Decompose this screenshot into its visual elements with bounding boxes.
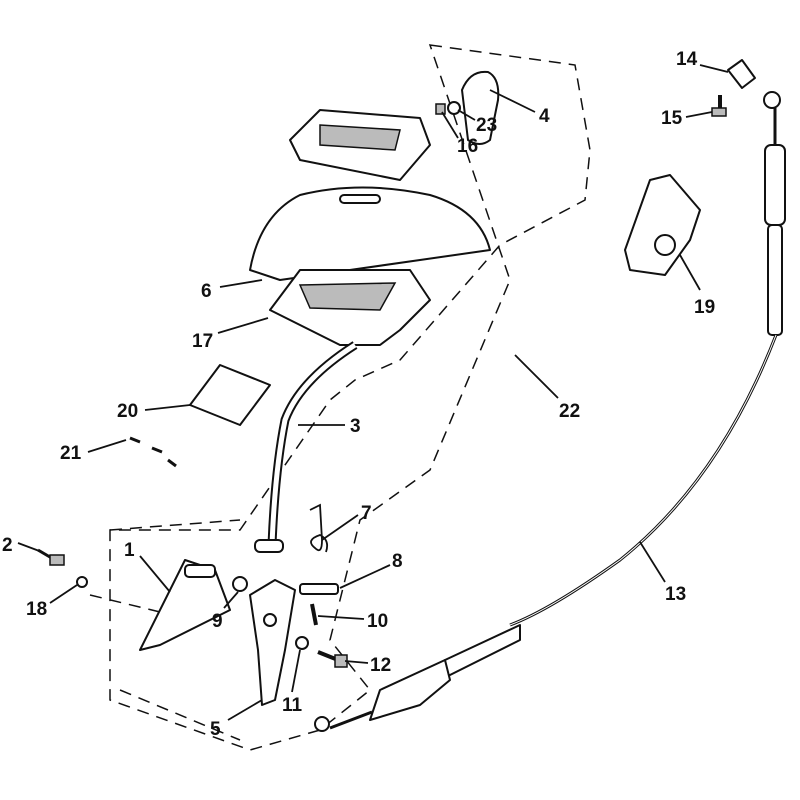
part-18-washer — [76, 576, 88, 588]
cover-slot — [339, 194, 381, 204]
part-23-washer — [447, 101, 461, 115]
callout-22: 22 — [559, 401, 580, 422]
callout-4: 4 — [539, 106, 550, 127]
part-4-shift-knob — [461, 70, 500, 145]
callout-7: 7 — [361, 503, 372, 524]
callout-10: 10 — [367, 611, 388, 632]
part-15-bolt — [711, 95, 727, 117]
callout-8: 8 — [392, 551, 403, 572]
part-10-pin — [310, 603, 318, 626]
callout-11: 11 — [282, 695, 303, 716]
callout-12: 12 — [370, 655, 391, 676]
callout-19: 19 — [694, 297, 715, 318]
part-13-shift-cable — [314, 91, 786, 732]
fastener-path-line — [89, 594, 161, 613]
part-9-washer — [232, 576, 248, 592]
callout-23: 23 — [476, 115, 497, 136]
part-12-bolt — [317, 650, 348, 668]
part-20-pad — [189, 364, 271, 426]
callout-15: 15 — [661, 108, 683, 129]
part-19-cable-bracket — [624, 174, 701, 276]
part-21-screws — [129, 436, 177, 468]
leader-lines — [17, 64, 729, 721]
callout-17: 17 — [192, 331, 213, 352]
callout-18: 18 — [26, 599, 47, 620]
callout-5: 5 — [210, 719, 221, 740]
callout-2: 2 — [2, 535, 13, 556]
part-16-nut — [435, 103, 446, 115]
callout-13: 13 — [665, 584, 686, 605]
part-17-bezel — [269, 269, 431, 346]
shift-gate-plate — [289, 109, 431, 181]
callout-3: 3 — [350, 416, 361, 437]
part-11-washer — [295, 636, 309, 650]
callout-16: 16 — [457, 136, 478, 157]
callout-9: 9 — [212, 611, 223, 632]
part-1-bracket — [139, 559, 231, 651]
part-14-clip — [727, 59, 756, 89]
inner-boundary — [109, 519, 241, 741]
callout-1: 1 — [124, 540, 135, 561]
part-5-lever-plate — [249, 579, 296, 706]
callout-20: 20 — [117, 401, 138, 422]
callout-6: 6 — [201, 281, 212, 302]
part-7-spring — [309, 503, 329, 553]
callout-21: 21 — [60, 443, 82, 464]
callout-14: 14 — [676, 49, 698, 70]
part-8-bolt — [299, 583, 339, 595]
bracket-pin — [184, 564, 216, 578]
lever-pivot — [254, 539, 284, 553]
part-6-cover — [249, 186, 491, 281]
